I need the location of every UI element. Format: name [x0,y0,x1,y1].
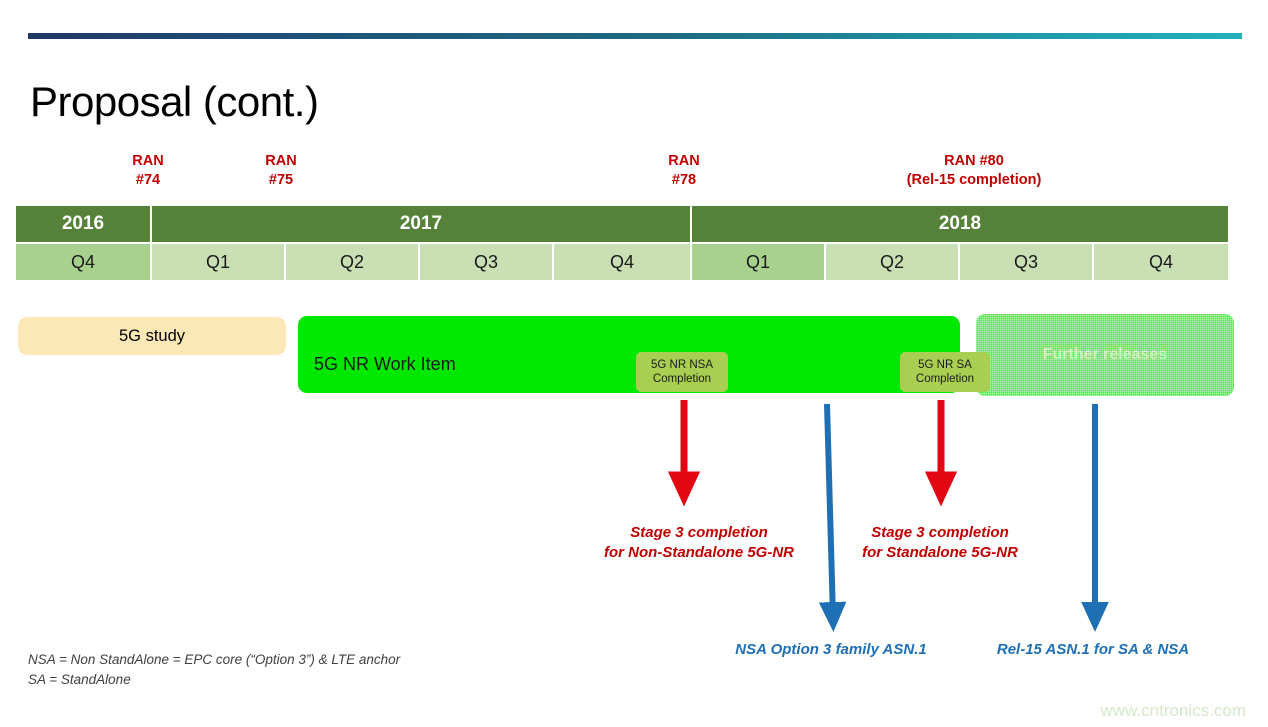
milestone-chip-sa-completion: 5G NR SA Completion [900,352,990,392]
bar-further-releases: Further releases [976,314,1234,396]
timeline-quarter-cell: Q4 [1094,244,1228,280]
bar-5g-study: 5G study [18,317,286,355]
timeline-quarter-cell: Q2 [286,244,418,280]
rel15-asn1-note: Rel-15 ASN.1 for SA & NSA [996,641,1190,658]
timeline-quarter-cell: Q3 [960,244,1092,280]
timeline-year-2017: 2017 [152,206,690,242]
timeline-quarter-cell: Q3 [420,244,552,280]
timeline-quarter-cell: Q4 [554,244,690,280]
timeline-year-2016: 2016 [16,206,150,242]
nsa-option3-note: NSA Option 3 family ASN.1 [735,641,927,658]
timeline-quarter-cell: Q1 [152,244,284,280]
timeline-quarter-cell: Q4 [16,244,150,280]
ran-marker-ran-75: RAN #75 [265,153,297,189]
watermark: www.cntronics.com [1100,701,1246,720]
bar-5g-nr-work-item: 5G NR Work Item [298,316,960,393]
timeline-year-2018: 2018 [692,206,1228,242]
bar-5g-nr-work-item-label: 5G NR Work Item [314,354,456,374]
ran-marker-ran-78: RAN #78 [668,153,700,189]
ran-marker-ran-80: RAN #80 (Rel-15 completion) [906,153,1042,189]
ran-marker-ran-74: RAN #74 [132,153,164,189]
milestone-chip-nsa-completion: 5G NR NSA Completion [636,352,728,392]
timeline-quarter-cell: Q1 [692,244,824,280]
stage3-sa-note: Stage 3 completion for Standalone 5G-NR [862,524,1018,562]
footnote-legend: NSA = Non StandAlone = EPC core (“Option… [28,652,401,687]
top-accent-rule [28,33,1242,39]
page-title: Proposal (cont.) [30,78,319,125]
stage3-nsa-note: Stage 3 completion for Non-Standalone 5G… [604,524,794,562]
blue-arrow-nsa [818,403,847,632]
timeline-quarter-cell: Q2 [826,244,958,280]
